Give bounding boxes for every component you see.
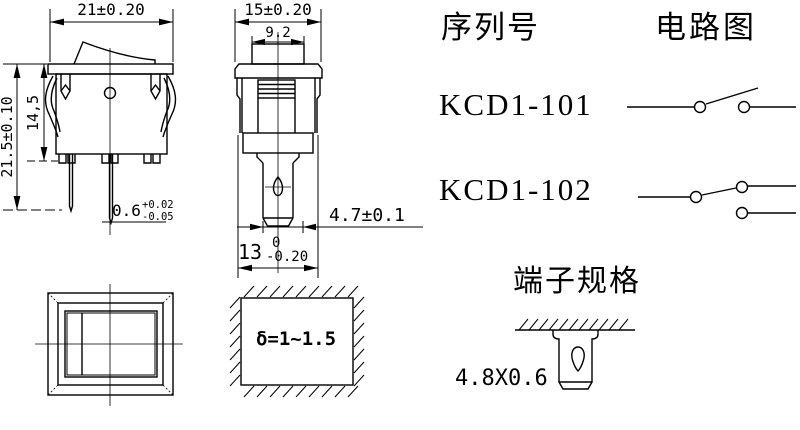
terminal-spec-drawing: 4.8X0.6	[455, 318, 635, 391]
dim-label-body-height: 14,5	[24, 95, 42, 131]
front-view-drawing: 15±0.20 9.2	[234, 0, 423, 278]
terminal-spec-heading: 端子规格	[513, 264, 641, 299]
column-header-circuit-diagram: 电路图	[655, 10, 757, 46]
dim-body-width-13: 13 0 -0.20	[237, 135, 319, 278]
terminal-tab-outline	[552, 330, 599, 390]
dim-label-body-width-tol-lower: -0.20	[266, 249, 308, 265]
panel-cutout-drawing: δ=1~1.5	[229, 285, 365, 398]
dim-width-15: 15±0.20	[234, 0, 322, 62]
dim-width-21: 21±0.20	[49, 0, 174, 62]
spdt-circuit-symbol	[638, 180, 796, 220]
dim-label-side-width: 21±0.20	[77, 0, 144, 19]
panel-thickness-label: δ=1~1.5	[256, 328, 336, 350]
dim-terminal-47: 4.7±0.1	[237, 205, 423, 233]
dim-label-terminal: 4.7±0.1	[329, 205, 405, 226]
column-header-serial-number: 序列号	[441, 10, 540, 46]
dim-body-height: 14,5	[24, 64, 58, 162]
dim-label-pin-tol-upper: +0.02	[142, 199, 174, 211]
dim-total-height: 21.5±0.10	[0, 63, 62, 211]
rocker-switch-side-outline	[44, 41, 177, 235]
dim-pin-thickness: 0.6 +0.02 -0.05	[102, 199, 174, 223]
top-view-drawing	[35, 284, 183, 406]
spst-circuit-symbol	[627, 87, 796, 114]
panel-hatching	[518, 318, 629, 331]
model-number-kcd1-102: KCD1-102	[439, 172, 593, 207]
dim-label-total-height: 21.5±0.10	[0, 96, 16, 177]
dim-label-body-width-value: 13	[238, 240, 262, 264]
hatching-marks	[229, 285, 365, 398]
side-view-drawing: 21±0.20 21.5±0.10 14,5	[0, 0, 177, 235]
rocker-switch-front-outline	[234, 32, 323, 273]
dim-label-pin-tol-lower: -0.05	[142, 211, 174, 223]
model-number-kcd1-101: KCD1-101	[439, 87, 593, 122]
dim-label-body-width-tol-upper: 0	[272, 235, 280, 251]
terminal-size-label: 4.8X0.6	[455, 366, 548, 391]
dim-label-front-width: 15±0.20	[244, 0, 311, 19]
dim-label-pin-value: 0.6	[112, 201, 141, 220]
